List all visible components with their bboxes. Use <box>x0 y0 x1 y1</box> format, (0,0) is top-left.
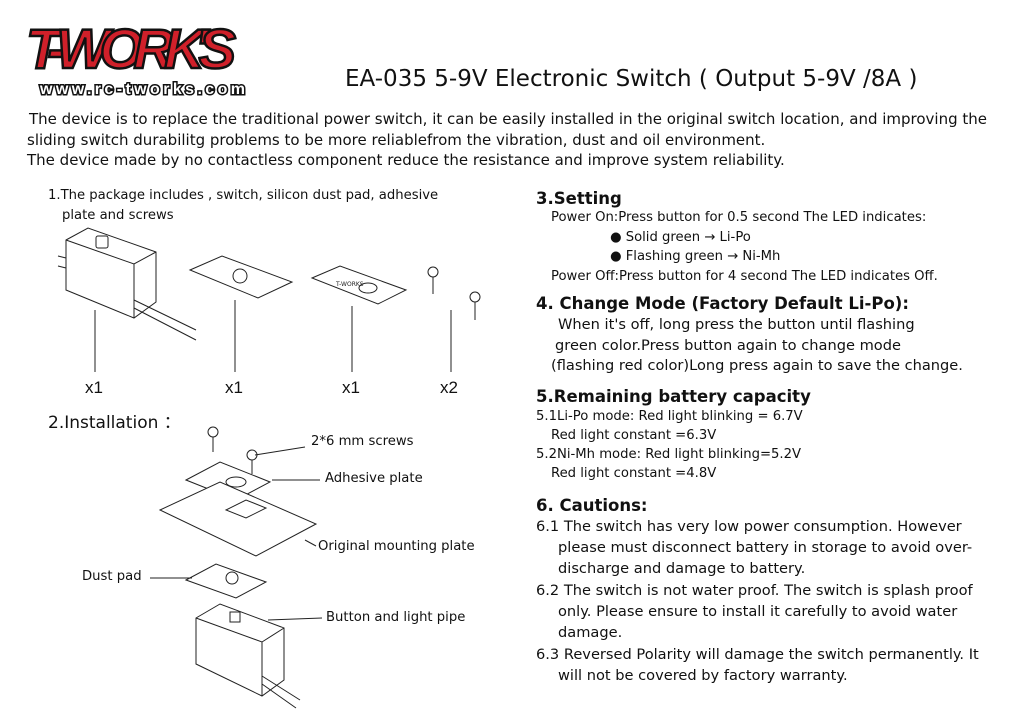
caution-line: discharge and damage to battery. <box>558 560 806 577</box>
package-text: plate and screws <box>62 208 174 223</box>
setting-line: Power On:Press button for 0.5 second The… <box>551 210 927 225</box>
dust-pad-drawing <box>188 255 294 372</box>
label-dust: Dust pad <box>82 569 142 584</box>
caution-line: 6.3 Reversed Polarity will damage the sw… <box>536 646 979 663</box>
setting-bullet: ● Solid green → Li-Po <box>610 230 751 245</box>
intro-line: The device made by no contactless compon… <box>27 151 785 169</box>
battery-line: 5.2Ni-Mh mode: Red light blinking=5.2V <box>536 447 802 462</box>
screws-drawing <box>427 266 481 372</box>
label-adhesive: Adhesive plate <box>325 471 423 486</box>
battery-line: Red light constant =4.8V <box>551 466 717 481</box>
cautions-heading: 6. Cautions: <box>536 496 648 515</box>
caution-line: will not be covered by factory warranty. <box>558 667 848 684</box>
caution-line: damage. <box>558 624 623 641</box>
label-button: Button and light pipe <box>326 610 466 625</box>
change-mode-line: When it's off, long press the button unt… <box>558 316 915 333</box>
label-screws: 2*6 mm screws <box>311 434 414 449</box>
change-mode-line: green color.Press button again to change… <box>555 337 901 354</box>
tworks-logo: T-WORK'S www.rc-tworks.com <box>25 16 247 98</box>
setting-line: Power Off:Press button for 4 second The … <box>551 269 938 284</box>
qty-label: x2 <box>440 378 458 397</box>
installation-heading: 2.Installation ： <box>48 413 181 433</box>
svg-text:T-WORKS: T-WORKS <box>335 281 364 288</box>
battery-line: Red light constant =6.3V <box>551 428 717 443</box>
caution-line: only. Please ensure to install it carefu… <box>558 603 958 620</box>
caution-line: please must disconnect battery in storag… <box>558 539 973 556</box>
svg-text:T-WORK'S: T-WORK'S <box>26 17 236 80</box>
qty-label: x1 <box>225 378 243 397</box>
caution-line: 6.1 The switch has very low power consum… <box>536 518 962 535</box>
battery-line: 5.1Li-Po mode: Red light blinking = 6.7V <box>536 409 803 424</box>
change-mode-line: (flashing red color)Long press again to … <box>551 357 963 374</box>
battery-heading: 5.Remaining battery capacity <box>536 387 811 406</box>
setting-bullet: ● Flashing green → Ni-Mh <box>610 249 781 264</box>
label-mounting: Original mounting plate <box>318 539 475 554</box>
setting-heading: 3.Setting <box>536 189 622 208</box>
caution-line: 6.2 The switch is not water proof. The s… <box>536 582 973 599</box>
qty-label: x1 <box>342 378 360 397</box>
switch-drawing <box>57 227 197 372</box>
intro-line: sliding switch durabilitg problems to be… <box>27 131 766 149</box>
qty-label: x1 <box>85 378 103 397</box>
page-title: EA-035 5-9V Electronic Switch ( Output 5… <box>345 66 918 92</box>
change-mode-heading: 4. Change Mode (Factory Default Li-Po): <box>536 294 909 313</box>
package-text: 1.The package includes , switch, silicon… <box>48 188 439 203</box>
intro-line: The device is to replace the traditional… <box>29 110 988 128</box>
adhesive-plate-drawing: T-WORKS <box>310 265 408 372</box>
installation-drawing <box>150 426 323 709</box>
